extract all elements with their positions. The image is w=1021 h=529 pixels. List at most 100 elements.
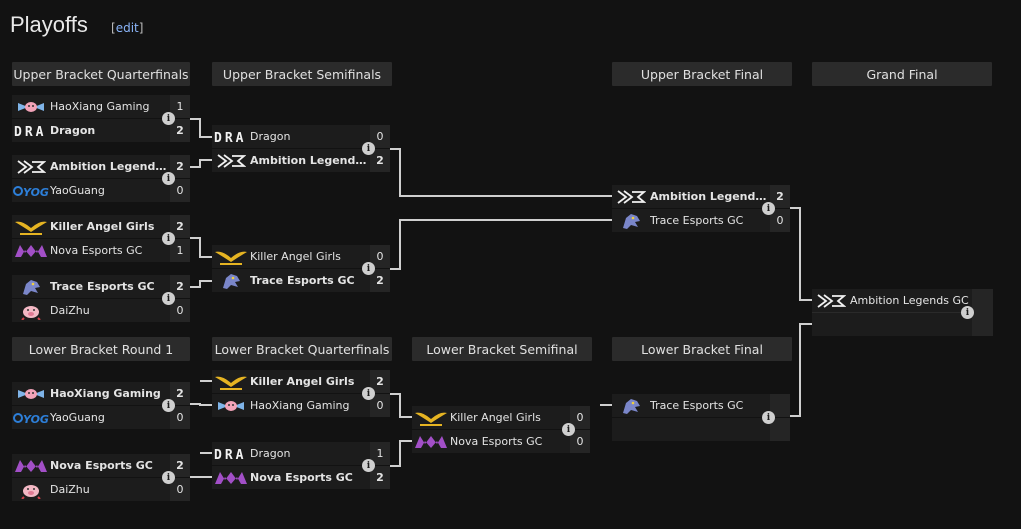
match-info-icon[interactable]: i [162,399,175,412]
nova-logo-icon [412,430,450,453]
match-grand-final: Ambition Legends GC i [812,289,993,336]
team-score: 0 [170,299,190,322]
match-info-icon[interactable]: i [961,306,974,319]
nova-logo-icon [12,239,50,262]
svg-text:DRA: DRA [214,131,246,145]
team-score: 0 [770,209,790,232]
match-info-icon[interactable]: i [362,459,375,472]
nova-logo-icon [212,466,250,489]
svg-text:YOG: YOG [23,186,49,198]
match-slot[interactable]: Killer Angel Girls 0 [412,406,590,429]
team-name: Ambition Legends GC [250,154,370,167]
match-info-icon[interactable]: i [162,172,175,185]
team-name: HaoXiang Gaming [50,100,150,113]
edit-link[interactable]: edit [115,21,139,35]
match-info-icon[interactable]: i [362,387,375,400]
match-info-icon[interactable]: i [162,292,175,305]
killer-angel-logo-icon [412,406,450,429]
match-info-icon[interactable]: i [162,232,175,245]
team-name: Killer Angel Girls [450,411,541,424]
team-score: 0 [370,125,390,148]
team-score: 2 [370,370,390,393]
team-score: 0 [170,406,190,429]
match-slot[interactable]: Nova Esports GC 2 [212,466,390,489]
match-info-icon[interactable]: i [562,423,575,436]
haoxiang-logo-icon [12,382,50,405]
team-score: 0 [170,179,190,202]
team-score: 2 [170,382,190,405]
svg-text:YOG: YOG [23,413,49,425]
match-info-icon[interactable]: i [162,112,175,125]
ambition-logo-icon [812,289,850,312]
match-info-icon[interactable]: i [762,202,775,215]
team-name: Ambition Legends GC [850,294,969,307]
yaoguang-logo-icon: YOG [12,179,50,202]
match-slot[interactable]: Ambition Legends GC [812,289,972,313]
match-slot[interactable] [612,418,790,441]
team-name: Ambition Legends GC [650,190,770,203]
match-info-icon[interactable]: i [762,411,775,424]
dragon-logo-icon: DRA [212,442,250,465]
team-score [770,418,790,441]
match-info-icon[interactable]: i [362,142,375,155]
edit-link-wrapper: [edit] [111,21,144,35]
team-score [770,394,790,417]
haoxiang-logo-icon [12,95,50,118]
team-score: 2 [170,155,190,178]
dragon-logo-icon: DRA [12,119,50,142]
header-upper-bracket-semifinals: Upper Bracket Semifinals [212,62,392,86]
yaoguang-logo-icon: YOG [12,406,50,429]
match-slot[interactable]: Trace Esports GC [612,394,790,417]
ambition-logo-icon [612,185,650,208]
team-name: YaoGuang [50,184,105,197]
team-name: Killer Angel Girls [50,220,155,233]
team-score: 0 [170,478,190,501]
team-score: 1 [170,95,190,118]
team-name: Nova Esports GC [250,471,353,484]
killer-angel-logo-icon [12,215,50,238]
header-upper-bracket-quarterfinals: Upper Bracket Quarterfinals [12,62,190,86]
team-score: 2 [170,275,190,298]
match-info-icon[interactable]: i [162,471,175,484]
match-info-icon[interactable]: i [362,262,375,275]
page-title: Playoffs [10,12,88,37]
haoxiang-logo-icon [212,394,250,417]
daizhu-logo-icon [12,478,50,501]
empty-logo-slot [612,418,650,441]
match-slot[interactable]: HaoXiang Gaming 1 [12,95,190,118]
team-score: 0 [570,406,590,429]
header-lower-bracket-semifinal: Lower Bracket Semifinal [412,337,592,361]
team-score: 2 [170,454,190,477]
match-lbf: Trace Esports GC i [612,394,790,443]
ambition-logo-icon [212,149,250,172]
header-lower-bracket-round-1: Lower Bracket Round 1 [12,337,190,361]
team-score: 2 [370,466,390,489]
